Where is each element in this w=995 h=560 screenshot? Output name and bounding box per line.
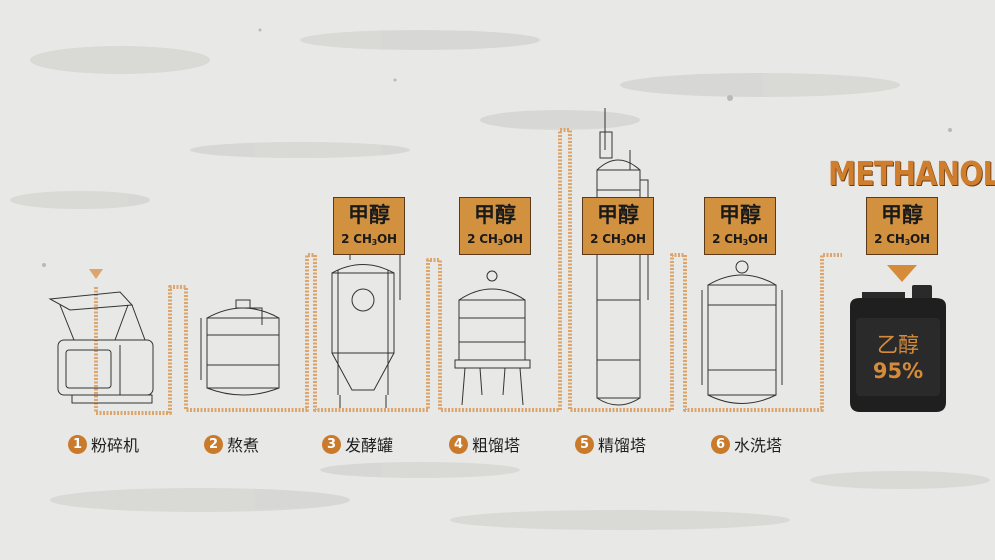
step-label: 发酵罐 (345, 436, 394, 455)
crude-still-icon (454, 270, 531, 406)
badge-label: 甲醇 (348, 203, 390, 227)
product-name: 乙醇 (877, 333, 919, 357)
step-label: 熬煮 (227, 436, 260, 455)
step-label-fermenter: 3 发酵罐 (322, 432, 393, 456)
methanol-badge: 甲醇 2 CH3OH (582, 197, 654, 255)
fermenter-icon (331, 253, 401, 408)
badge-formula: 2 CH3OH (590, 232, 646, 247)
step-number-badge: 1 (68, 434, 87, 454)
badge-label: 甲醇 (474, 203, 516, 227)
washing-tower-icon (701, 260, 783, 404)
step-label-crude-still: 4 粗馏塔 (449, 432, 520, 456)
step-number-badge: 4 (449, 434, 468, 454)
badge-formula: 2 CH3OH (467, 232, 523, 247)
rectifying-column-icon (596, 108, 649, 406)
inlet-arrow-icon (89, 269, 103, 279)
step-label: 水洗塔 (734, 436, 783, 455)
step-label-washing-tower: 6 水洗塔 (711, 432, 782, 456)
cooking-tank-icon (200, 299, 280, 396)
methanol-badge: 甲醇 2 CH3OH (704, 197, 776, 255)
methanol-badge: 甲醇 2 CH3OH (866, 197, 938, 255)
crusher-icon (48, 291, 154, 404)
step-label: 精馏塔 (598, 436, 647, 455)
badge-formula: 2 CH3OH (712, 232, 768, 247)
process-pipeline (94, 128, 842, 415)
badge-label: 甲醇 (597, 203, 639, 227)
methanol-badge: 甲醇 2 CH3OH (459, 197, 531, 255)
jerrycan-icon (850, 285, 946, 412)
product-purity: 95% (872, 359, 924, 383)
step-number-badge: 3 (322, 434, 341, 454)
badge-label: 甲醇 (881, 203, 923, 227)
product-arrow-icon (887, 265, 917, 282)
methanol-badge: 甲醇 2 CH3OH (333, 197, 405, 255)
step-number-badge: 6 (711, 434, 730, 454)
step-label-cooking: 2 熬煮 (204, 432, 259, 456)
product-label: 乙醇 95% (852, 332, 944, 384)
step-number-badge: 5 (575, 434, 594, 454)
step-label: 粉碎机 (91, 436, 140, 455)
step-label-crusher: 1 粉碎机 (68, 432, 139, 456)
step-number-badge: 2 (204, 434, 223, 454)
badge-formula: 2 CH3OH (341, 232, 397, 247)
badge-label: 甲醇 (719, 203, 761, 227)
methanol-title: METHANOL (828, 154, 995, 193)
step-label-rectifying-column: 5 精馏塔 (575, 432, 646, 456)
badge-formula: 2 CH3OH (874, 232, 930, 247)
step-label: 粗馏塔 (472, 436, 521, 455)
